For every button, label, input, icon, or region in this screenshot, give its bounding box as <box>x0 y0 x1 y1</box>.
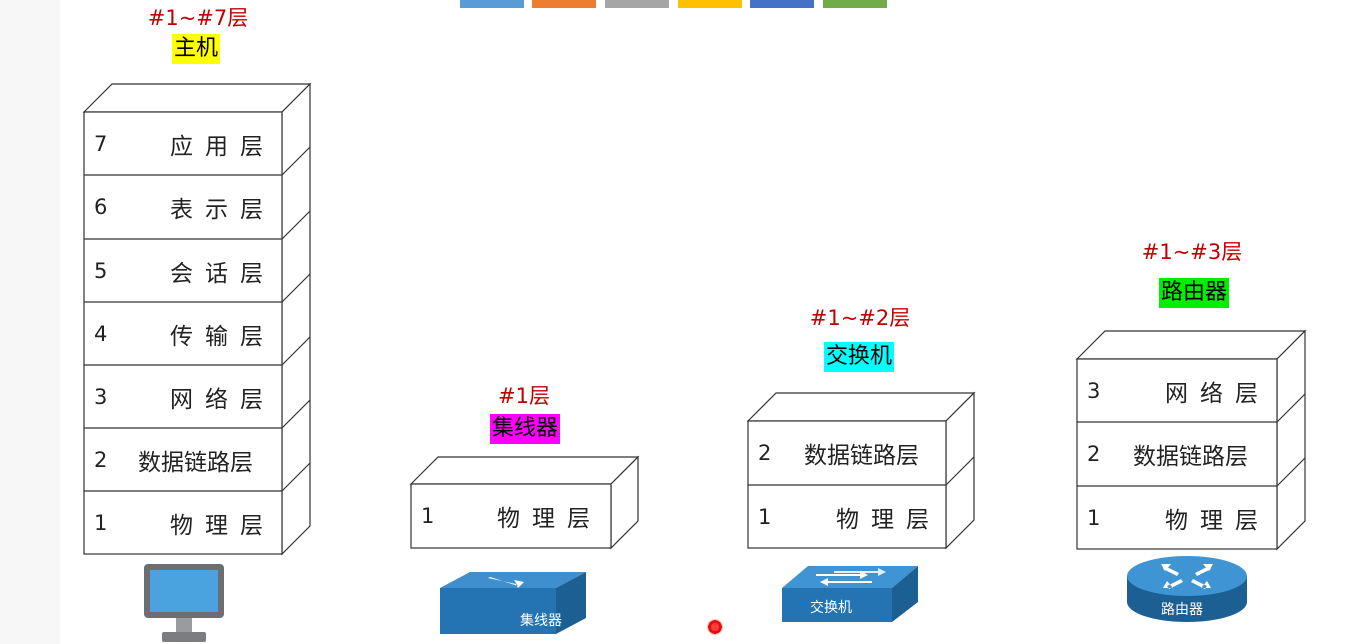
layer-number: 3 <box>1087 378 1101 403</box>
layer-number: 1 <box>758 504 772 529</box>
layer-label: 表示层 <box>170 197 275 223</box>
layer-number: 2 <box>1087 442 1101 466</box>
router-icon: 路由器 <box>1127 556 1247 622</box>
host-stack-outline <box>82 82 312 556</box>
switch-caption: #1~#2层 <box>809 306 911 330</box>
layer-label: 数据链路层 <box>138 449 253 476</box>
layer-label: 物理层 <box>170 512 275 539</box>
layer-row: 1 物理层 <box>1077 486 1277 549</box>
layer-number: 5 <box>94 258 108 283</box>
color-bar <box>750 0 814 8</box>
layer-row: 1 物理层 <box>84 491 282 554</box>
hub-icon: 集线器 <box>440 572 586 634</box>
switch-icon: 交换机 <box>782 566 918 622</box>
layer-number: 1 <box>421 504 435 528</box>
layer-row: 1 物理层 <box>748 485 946 548</box>
router-layer-stack: 3 网络层 2 数据链路层 1 物理层 <box>1075 329 1307 551</box>
host-layer-stack: 7 应用层 6 表示层 5 会话层 4 传输层 3 网络层 2 数据链路层 1 … <box>82 82 312 556</box>
layer-label: 物理层 <box>836 506 941 533</box>
layer-row: 2 数据链路层 <box>748 421 946 485</box>
layer-number: 6 <box>94 195 108 219</box>
layer-label: 数据链路层 <box>1133 444 1248 470</box>
layer-label: 应用层 <box>170 133 275 160</box>
layer-label: 数据链路层 <box>804 443 919 469</box>
color-bar <box>532 0 596 8</box>
switch-icon-label: 交换机 <box>810 599 852 616</box>
layer-number: 4 <box>94 321 108 346</box>
layer-label: 会话层 <box>170 260 275 287</box>
monitor-icon <box>144 564 224 642</box>
layer-label: 物理层 <box>1165 507 1270 534</box>
host-name: 主机 <box>171 34 221 64</box>
hub-name: 集线器 <box>489 414 561 444</box>
color-bar <box>678 0 742 8</box>
color-bar <box>605 0 669 8</box>
layer-row: 7 应用层 <box>84 112 282 175</box>
hub-layer-stack: 1 物理层 <box>409 455 640 550</box>
switch-name: 交换机 <box>823 342 895 372</box>
layer-row: 3 网络层 <box>84 365 282 428</box>
layer-row: 3 网络层 <box>1077 359 1277 422</box>
layer-row: 2 数据链路层 <box>84 428 282 491</box>
host-caption: #1~#7层 <box>147 6 249 30</box>
router-name: 路由器 <box>1158 278 1230 308</box>
layer-row: 1 物理层 <box>411 484 611 548</box>
switch-layer-stack: 2 数据链路层 1 物理层 <box>746 391 976 550</box>
router-caption: #1~#3层 <box>1141 240 1243 264</box>
layer-row: 5 会话层 <box>84 239 282 302</box>
hub-stack-outline <box>409 455 640 550</box>
layer-label: 网络层 <box>1165 380 1270 407</box>
hub-caption: #1层 <box>498 384 550 408</box>
layer-number: 1 <box>94 510 108 535</box>
laser-pointer-dot <box>707 619 723 635</box>
layer-number: 1 <box>1087 505 1101 530</box>
layer-number: 2 <box>94 447 108 472</box>
layer-label: 网络层 <box>170 386 275 413</box>
router-stack-outline <box>1075 329 1307 551</box>
color-bar <box>823 0 887 8</box>
layer-number: 7 <box>94 131 108 156</box>
color-bar <box>460 0 524 8</box>
router-icon-label: 路由器 <box>1161 602 1203 618</box>
layer-label: 传输层 <box>170 323 275 350</box>
switch-stack-outline <box>746 391 976 550</box>
layer-number: 2 <box>758 441 772 465</box>
layer-label: 物理层 <box>497 506 602 532</box>
hub-icon-label: 集线器 <box>520 612 562 629</box>
layer-row: 4 传输层 <box>84 302 282 365</box>
layer-row: 6 表示层 <box>84 175 282 239</box>
left-margin <box>0 0 60 644</box>
layer-number: 3 <box>94 384 108 409</box>
layer-row: 2 数据链路层 <box>1077 422 1277 486</box>
